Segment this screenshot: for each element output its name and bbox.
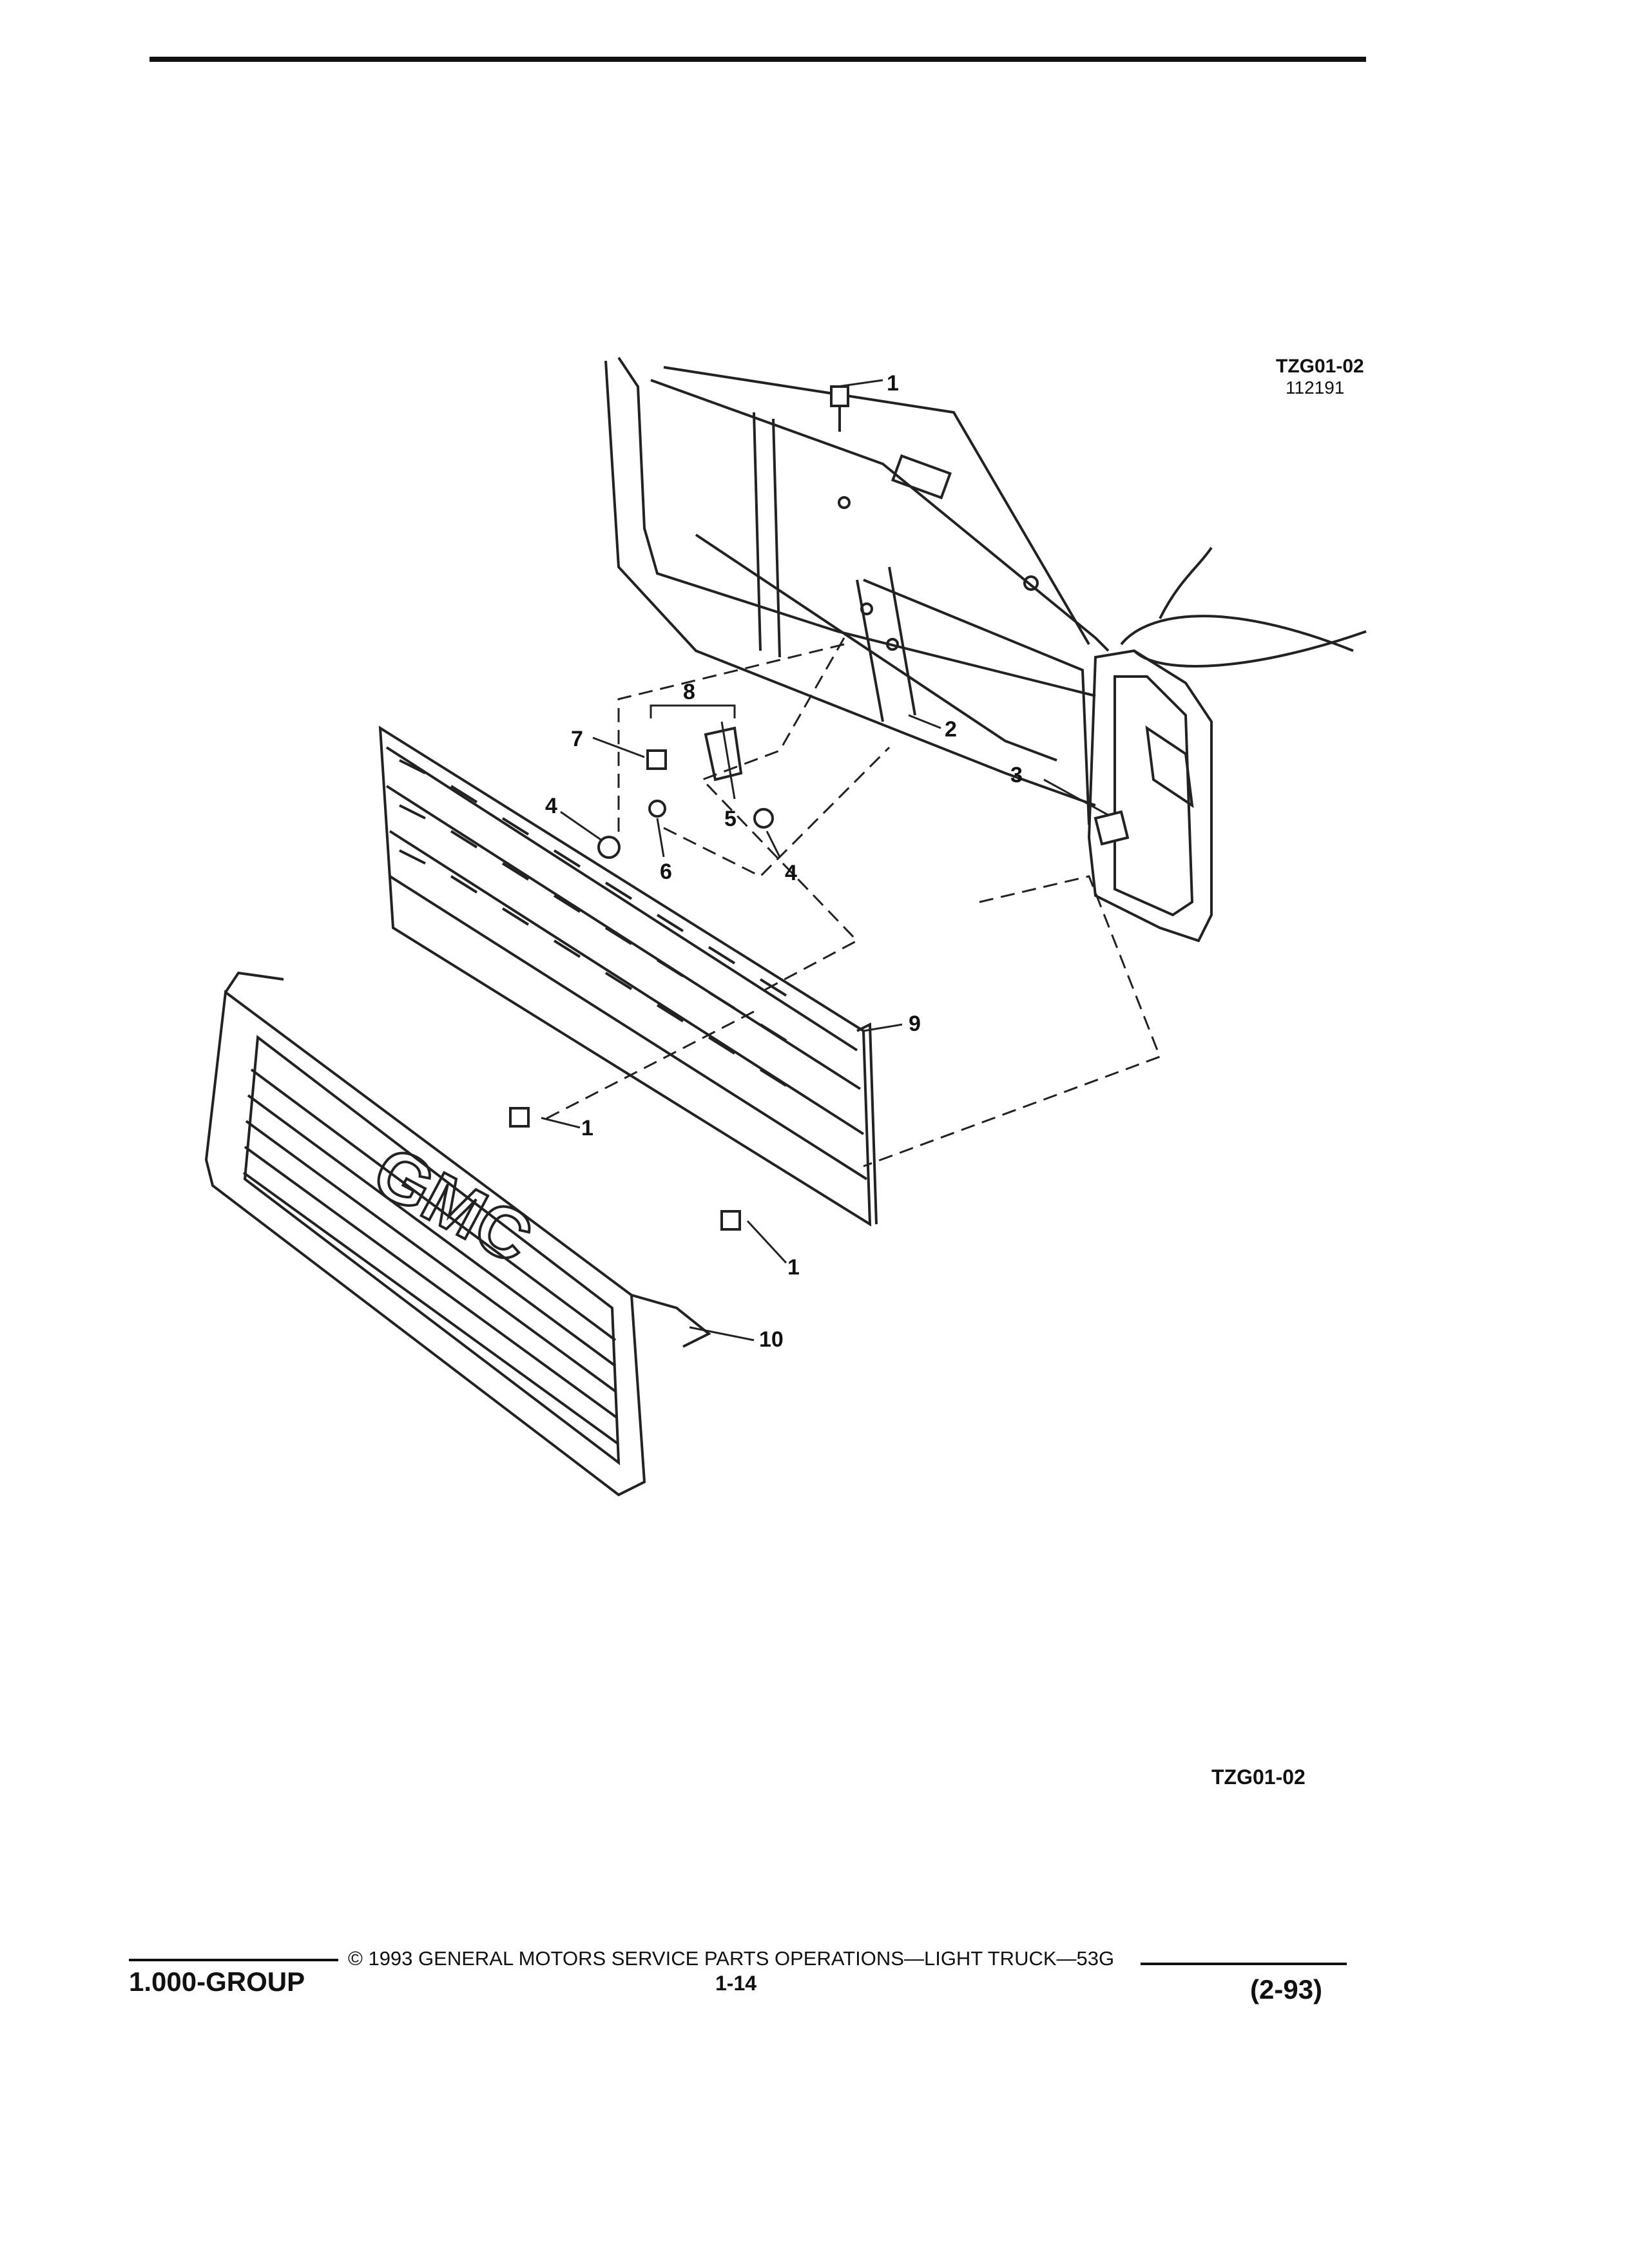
callout-2: 2 <box>945 717 957 742</box>
callout-5: 5 <box>724 807 737 831</box>
callout-1-bottom: 1 <box>787 1255 800 1280</box>
footer-page-number: 1-14 <box>715 1972 757 1995</box>
headlamp-housing <box>1087 546 1367 943</box>
header-rule <box>149 57 1366 62</box>
assembly-dashed-lines <box>541 637 1161 1168</box>
grille-mounting-panel <box>378 726 878 1227</box>
callout-10: 10 <box>759 1327 784 1352</box>
callout-3: 3 <box>1010 763 1023 787</box>
radiator-support <box>604 356 1110 825</box>
callout-6: 6 <box>660 860 672 884</box>
callout-1-middle: 1 <box>581 1116 593 1140</box>
callout-8: 8 <box>683 680 695 704</box>
figure-date-code: 112191 <box>1286 378 1345 398</box>
footer-group: 1.000-GROUP <box>129 1966 305 1997</box>
footer-revision: (2-93) <box>1250 1974 1323 2004</box>
footer-copyright: © 1993 GENERAL MOTORS SERVICE PARTS OPER… <box>348 1947 1115 1970</box>
callout-1-top: 1 <box>887 371 899 396</box>
callout-9: 9 <box>909 1012 921 1036</box>
callout-leaders <box>541 379 1109 1341</box>
figure-code-top: TZG01-02 <box>1276 356 1364 377</box>
callout-4-right: 4 <box>785 861 797 885</box>
figure-code-bottom: TZG01-02 <box>1211 1765 1306 1789</box>
callout-7: 7 <box>571 727 583 751</box>
front-grille <box>204 971 711 1497</box>
callout-4-left: 4 <box>545 794 557 818</box>
